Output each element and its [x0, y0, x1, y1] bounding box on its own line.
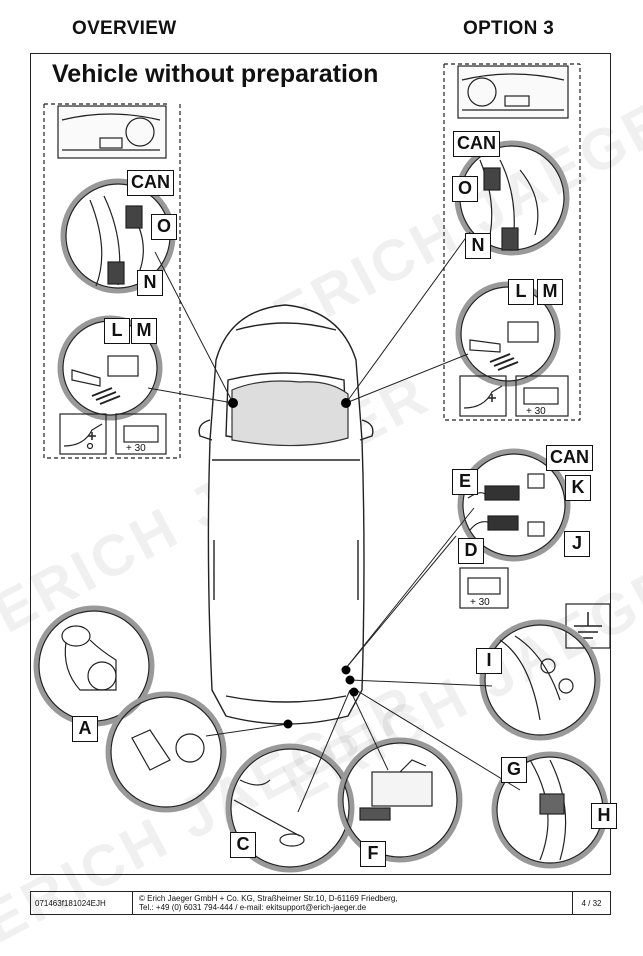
- label-can-left: CAN: [127, 170, 174, 196]
- detail-circle-a-bottom: [105, 691, 227, 813]
- overview-heading: OVERVIEW: [72, 18, 177, 39]
- connector-m-left: [107, 355, 139, 377]
- battery-box-right: [515, 375, 569, 417]
- vehicle-outline: [198, 304, 374, 725]
- connector-o-left: [125, 205, 143, 229]
- diagram-frame: [30, 53, 611, 875]
- battery-value-right: + 30: [526, 406, 546, 417]
- connector-n-left: [107, 261, 125, 285]
- detail-circle-i: [479, 619, 601, 741]
- connector-o-right: [483, 167, 501, 191]
- label-k: K: [565, 475, 591, 501]
- footer-contact-line: Tel.: +49 (0) 6031 794-444 / e-mail: eki…: [139, 903, 367, 912]
- option-heading: OPTION 3: [463, 18, 555, 39]
- right-panel-border: [443, 63, 581, 421]
- footer-page: 4 / 32: [581, 898, 602, 908]
- footer-company-line: © Erich Jaeger GmbH + Co. KG, Straßheime…: [139, 894, 398, 903]
- label-e: E: [452, 469, 478, 495]
- label-o-right: O: [452, 176, 478, 202]
- footer-company: © Erich Jaeger GmbH + Co. KG, Straßheime…: [133, 892, 573, 914]
- label-j: J: [564, 531, 590, 557]
- label-g: G: [501, 757, 527, 783]
- ground-symbol-box-left: [59, 413, 107, 455]
- label-o-left: O: [151, 214, 177, 240]
- label-n-left: N: [137, 270, 163, 296]
- battery-value-left: + 30: [126, 443, 146, 454]
- label-l-right: L: [508, 279, 534, 305]
- label-d: D: [458, 538, 484, 564]
- detail-circle-f: [337, 737, 463, 863]
- page-title: Vehicle without preparation: [52, 60, 379, 88]
- left-panel-border: [43, 103, 181, 459]
- battery-value-middle: + 30: [470, 597, 490, 608]
- label-c: C: [230, 832, 256, 858]
- detail-circle-ekdj: [457, 448, 571, 562]
- label-can-middle: CAN: [546, 445, 593, 471]
- ground-symbol-box-right: [459, 375, 507, 417]
- label-can-right: CAN: [453, 131, 500, 157]
- label-m-left: M: [131, 318, 157, 344]
- footer-doc-id: 071463f181024EJH: [31, 892, 133, 914]
- label-h: H: [591, 803, 617, 829]
- detail-circle-c: [225, 743, 355, 873]
- connector-n-right: [501, 227, 519, 251]
- label-m-right: M: [537, 279, 563, 305]
- label-l-left: L: [104, 318, 130, 344]
- wiring-diagram: [33, 63, 611, 873]
- leader-lines: [147, 231, 521, 813]
- battery-box-middle: [459, 567, 509, 609]
- label-n-right: N: [465, 233, 491, 259]
- label-f: F: [360, 841, 386, 867]
- dashboard-left-icon: [57, 105, 167, 159]
- battery-box-left: [115, 413, 167, 455]
- connection-points: [228, 398, 359, 729]
- label-i: I: [476, 648, 502, 674]
- dashboard-right-icon: [457, 65, 569, 119]
- footer: 071463f181024EJH © Erich Jaeger GmbH + C…: [30, 891, 611, 915]
- label-a: A: [72, 716, 98, 742]
